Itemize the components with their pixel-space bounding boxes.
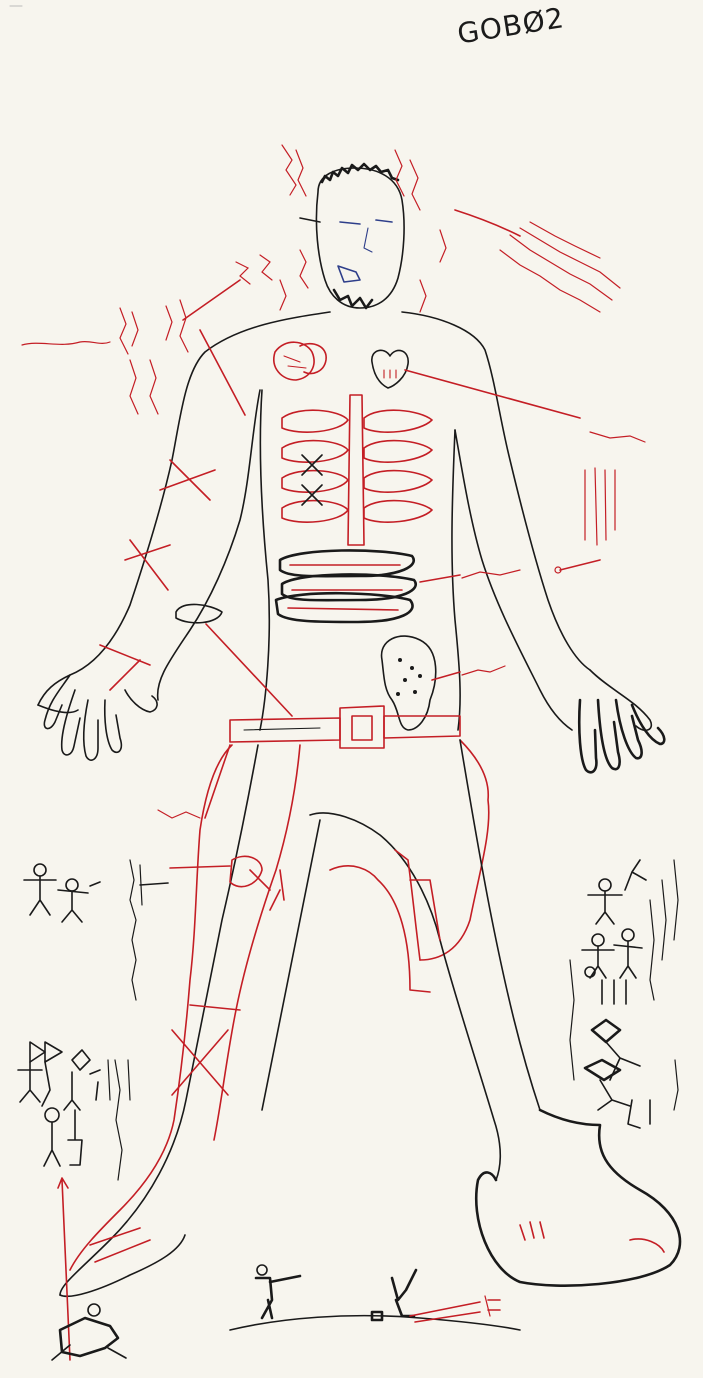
belt-drawing [230, 706, 460, 748]
ground-scene [230, 1265, 520, 1330]
lungs-drawing [274, 342, 326, 380]
small-object-drawing [176, 604, 292, 716]
intestines-drawing [276, 550, 460, 622]
heart-drawing [372, 350, 580, 418]
handwritten-annotations [22, 145, 645, 910]
ribcage-drawing [282, 395, 432, 545]
right-side-figures [570, 860, 678, 1128]
legs-outline [60, 740, 680, 1296]
left-side-figures [18, 860, 168, 1360]
head [300, 164, 404, 308]
